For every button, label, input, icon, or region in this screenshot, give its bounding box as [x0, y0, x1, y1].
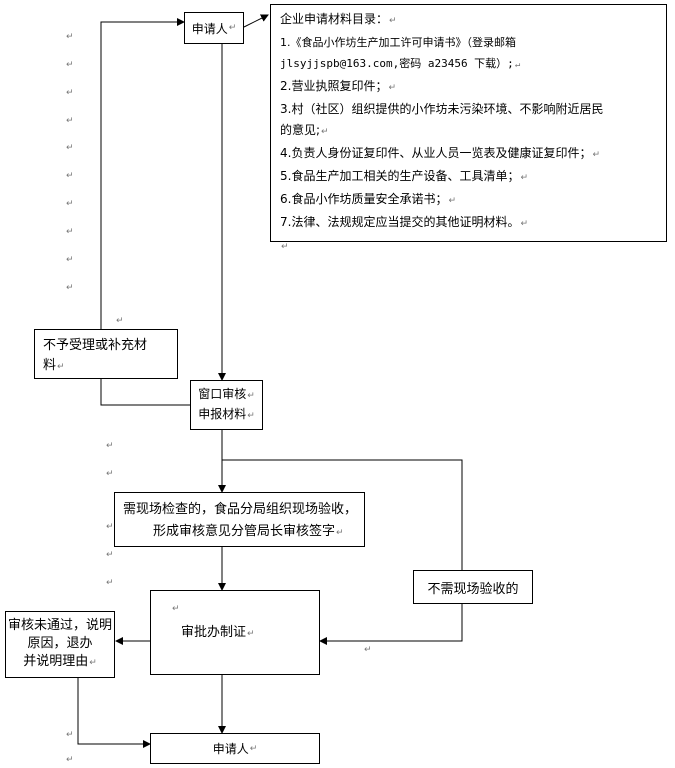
onsite-inspection-node: 需现场检查的，食品分局组织现场验收， 形成审核意见分管局长审核签字↵: [114, 492, 365, 547]
paragraph-mark: ↵: [66, 116, 74, 126]
arrow-applicant-to-materials: [243, 14, 269, 28]
applicant-top-label: 申请人: [191, 21, 228, 36]
arrow-fail-to-applicant: [77, 678, 151, 748]
paragraph-mark: ↵: [106, 550, 114, 560]
paragraph-mark: ↵: [66, 227, 74, 237]
review-fail-node: 审核未通过，说明 原因，退办 并说明理由↵: [5, 611, 115, 678]
reject-node: 不予受理或补充材 料↵: [34, 329, 178, 379]
fail-line3: 并说明理由: [23, 654, 89, 669]
window-review-node: 窗口审核↵ 申报材料↵: [190, 380, 263, 430]
materials-item-4: 4.负责人身份证复印件、从业人员一览表及健康证复印件；↵: [280, 146, 600, 160]
paragraph-mark: ↵: [66, 283, 74, 293]
paragraph-mark: ↵: [66, 32, 74, 42]
line-branch-no-onsite: [222, 459, 463, 570]
reject-label-line2: 料: [43, 358, 57, 373]
approval-label: 审批办制证: [181, 625, 247, 640]
materials-title: 企业申请材料目录：↵: [280, 12, 397, 26]
onsite-line2: 形成审核意见分管局长审核签字: [153, 524, 336, 539]
paragraph-mark: ↵: [106, 441, 114, 451]
materials-item-1-email: jlsyjjspb@163.com,密码 a23456 下载）;↵: [280, 57, 521, 70]
materials-item-7: 7.法律、法规规定应当提交的其他证明材料。↵: [280, 215, 528, 229]
fail-line2: 原因，退办: [27, 636, 93, 651]
no-onsite-node: 不需现场验收的: [413, 570, 533, 604]
window-review-line2: 申报材料: [198, 407, 247, 421]
paragraph-mark: ↵: [66, 88, 74, 98]
materials-list-node: 企业申请材料目录：↵ 1.《食品小作坊生产加工许可申请书》（登录邮箱 jlsyj…: [270, 4, 667, 252]
applicant-bottom-label: 申请人: [212, 742, 249, 756]
fail-line1: 审核未通过，说明: [7, 618, 112, 633]
paragraph-mark: ↵: [66, 755, 74, 765]
reject-label-line1: 不予受理或补充材: [43, 338, 148, 353]
materials-item-3: 3.村（社区）组织提供的小作坊未污染环境、不影响附近居民: [280, 102, 604, 116]
paragraph-mark: ↵: [172, 604, 180, 614]
approval-node: 审批办制证 ↵: [150, 590, 320, 675]
paragraph-mark: ↵: [106, 522, 114, 532]
materials-item-1: 1.《食品小作坊生产加工许可申请书》（登录邮箱: [280, 36, 516, 49]
materials-item-3-cont: 的意见;↵: [280, 123, 329, 137]
paragraph-mark: ↵: [66, 199, 74, 209]
applicant-top-node: 申请人↵: [184, 12, 244, 44]
paragraph-mark: ↵: [66, 730, 74, 740]
paragraph-mark: ↵: [116, 316, 124, 326]
paragraph-mark: ↵: [66, 143, 74, 153]
arrow-no-onsite-to-approve: [319, 604, 463, 645]
no-onsite-label: 不需现场验收的: [427, 581, 519, 597]
onsite-line1: 需现场检查的，食品分局组织现场验收，: [123, 502, 358, 517]
paragraph-mark: ↵: [106, 469, 114, 479]
paragraph-mark: ↵: [364, 645, 372, 655]
arrow-reject-to-applicant: [100, 18, 190, 406]
paragraph-mark: ↵: [66, 255, 74, 265]
materials-item-2: 2.营业执照复印件；↵: [280, 79, 396, 93]
paragraph-mark: ↵: [66, 171, 74, 181]
window-review-line1: 窗口审核: [198, 387, 247, 401]
materials-item-6: 6.食品小作坊质量安全承诺书；↵: [280, 192, 456, 206]
paragraph-mark: ↵: [66, 60, 74, 70]
materials-item-5: 5.食品生产加工相关的生产设备、工具清单；↵: [280, 169, 528, 183]
paragraph-mark: ↵: [106, 578, 114, 588]
applicant-bottom-node: 申请人↵: [150, 733, 320, 764]
